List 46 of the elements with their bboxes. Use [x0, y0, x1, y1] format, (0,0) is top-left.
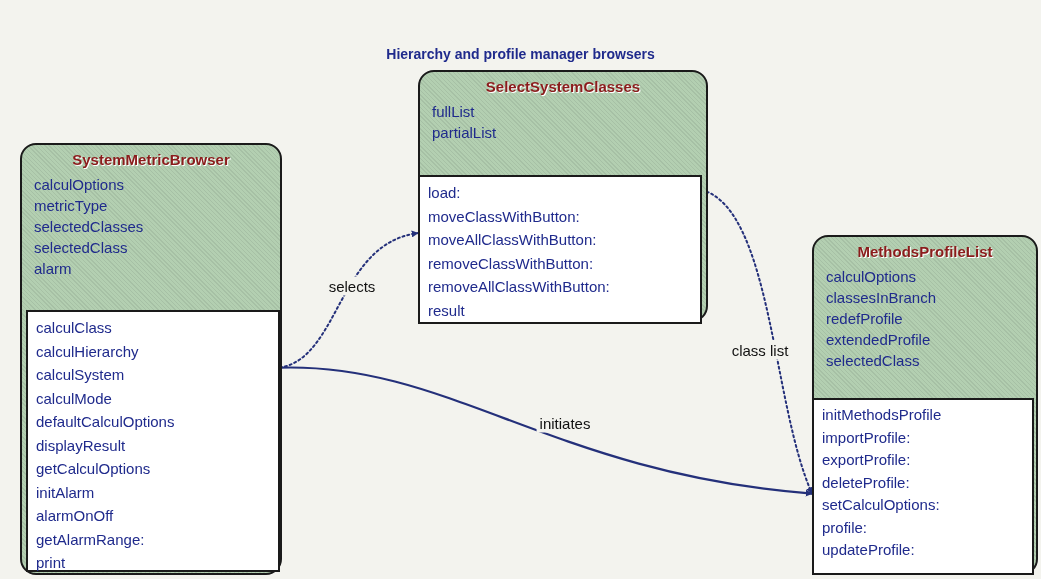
class-box: [418, 70, 708, 322]
method-text: calculSystem: [36, 365, 125, 385]
method-text: getAlarmRange:: [36, 529, 145, 550]
method-text: result: [428, 300, 465, 321]
method-text: print: [36, 553, 66, 573]
attribute-text: selectedClass: [34, 238, 128, 258]
attribute-text: alarm: [34, 259, 72, 279]
method-text: getCalculOptions: [36, 459, 151, 479]
method-text: initAlarm: [36, 482, 95, 503]
method-text: defaultCalculOptions: [36, 412, 175, 432]
class-name: MethodsProfileList: [857, 243, 993, 260]
attribute-text: selectedClass: [826, 351, 920, 371]
methods-box: [418, 175, 702, 324]
attribute-text: partialList: [432, 123, 497, 143]
methods-box: [812, 398, 1034, 575]
attribute-text: calculOptions: [826, 267, 917, 287]
method-text: exportProfile:: [822, 450, 911, 470]
class-name: SelectSystemClasses: [485, 78, 641, 95]
attribute-text: metricType: [34, 196, 108, 216]
method-text: load:: [428, 183, 461, 203]
attribute-text: selectedClasses: [34, 217, 144, 237]
method-text: setCalculOptions:: [822, 495, 940, 515]
method-text: displayResult: [36, 435, 126, 456]
method-text: moveClassWithButton:: [428, 206, 580, 227]
method-text: calculClass: [36, 318, 112, 338]
method-text: removeAllClassWithButton:: [428, 277, 610, 297]
method-text: updateProfile:: [822, 540, 915, 560]
attribute-text: redefProfile: [826, 309, 903, 329]
method-text: removeClassWithButton:: [428, 253, 594, 274]
class-name: SystemMetricBrowser: [72, 151, 230, 168]
attribute-text: calculOptions: [34, 175, 125, 195]
method-text: deleteProfile:: [822, 472, 910, 493]
attribute-text: fullList: [432, 102, 475, 122]
method-text: profile:: [822, 517, 868, 538]
methods-box: [26, 310, 280, 572]
method-text: importProfile:: [822, 427, 911, 448]
attribute-text: classesInBranch: [826, 288, 937, 308]
method-text: calculHierarchy: [36, 341, 139, 362]
class-box: [20, 143, 282, 575]
class-box: [812, 235, 1038, 575]
method-text: alarmOnOff: [36, 506, 114, 526]
method-text: moveAllClassWithButton:: [428, 230, 597, 250]
diagram-title: Hierarchy and profile manager browsers: [385, 46, 656, 62]
attribute-text: extendedProfile: [826, 330, 931, 350]
method-text: calculMode: [36, 388, 112, 409]
method-text: initMethodsProfile: [822, 405, 942, 425]
